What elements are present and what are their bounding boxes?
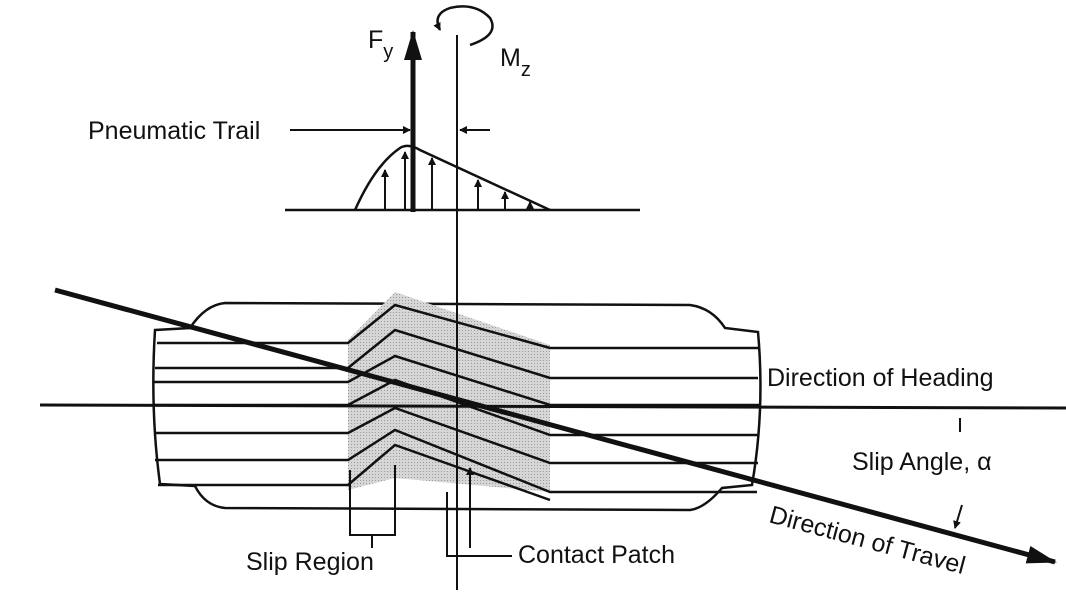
travel-direction-arrow bbox=[54, 287, 1057, 565]
moment-label: Mz bbox=[500, 44, 531, 81]
slip-region-label: Slip Region bbox=[246, 548, 374, 576]
force-distribution bbox=[285, 144, 640, 212]
direction-heading-label: Direction of Heading bbox=[767, 364, 994, 392]
moment-arrow bbox=[433, 5, 494, 47]
contact-patch-area bbox=[348, 292, 550, 492]
slip-angle-markers bbox=[953, 418, 963, 529]
pneumatic-trail-label: Pneumatic Trail bbox=[88, 117, 260, 145]
slip-region-bracket bbox=[349, 465, 396, 548]
contact-patch-label: Contact Patch bbox=[518, 541, 675, 569]
slip-angle-label: Slip Angle, α bbox=[852, 448, 992, 476]
contact-patch-pointer bbox=[446, 467, 512, 557]
force-label: Fy bbox=[368, 26, 393, 63]
tire-outline bbox=[152, 301, 762, 512]
heading-line bbox=[39, 403, 1066, 410]
